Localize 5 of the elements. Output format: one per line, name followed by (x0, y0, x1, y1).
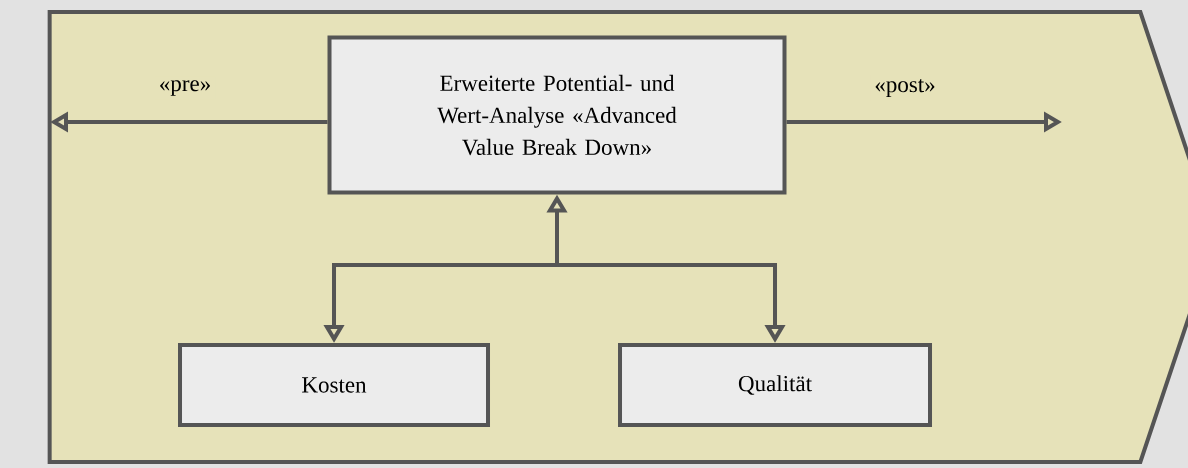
process-box: Kosten (178, 343, 490, 427)
edge-label: «pre» (154, 76, 216, 100)
process-box: Qualität (618, 343, 932, 427)
edge-label: «post» (870, 75, 940, 101)
process-box: Erweiterte Potential- und Wert-Analyse «Advanced Value Break Down» (327, 35, 787, 195)
